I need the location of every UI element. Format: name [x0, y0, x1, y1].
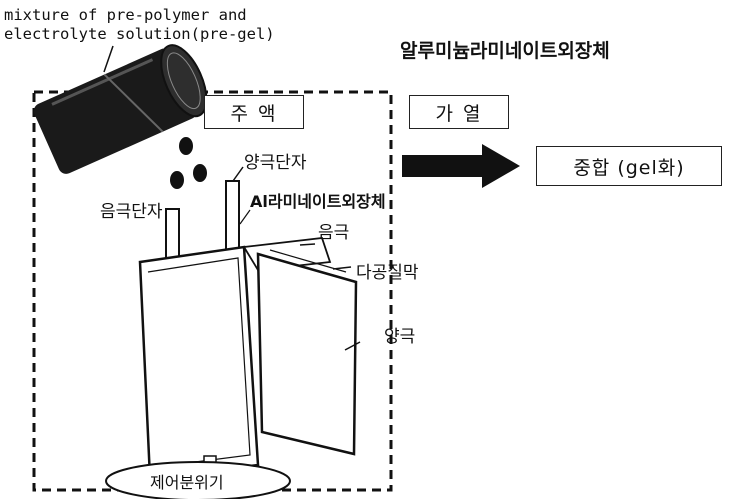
pouring-container — [33, 44, 208, 174]
positive-leader — [344, 341, 361, 351]
atmosphere-ellipse — [105, 461, 291, 499]
negative-terminal-label: 음극단자 — [100, 202, 163, 222]
positive-tab-leader — [232, 166, 244, 182]
drop-1 — [179, 137, 193, 155]
pouch-body — [138, 245, 260, 480]
pouch-inner-edge — [147, 257, 251, 468]
separator-leader — [332, 266, 352, 270]
outer-pack-title: 알루미늄라미네이트외장체 — [400, 40, 610, 62]
polymerization-box: 중합 (gel화) — [536, 146, 722, 186]
premix-label-line2: electrolyte solution(pre-gel) — [4, 25, 275, 43]
premix-label-line1: mixture of pre-polymer and — [4, 6, 247, 24]
heating-arrow — [402, 144, 520, 188]
drop-2 — [170, 171, 184, 189]
positive-tab — [225, 180, 240, 256]
al-pack-leader — [239, 209, 251, 225]
controlled-atmosphere-label: 제어분위기 — [150, 473, 224, 492]
negative-leader — [299, 243, 316, 246]
al-laminate-pack-label: Al라미네이트외장체 — [250, 192, 386, 211]
drop-3 — [193, 164, 207, 182]
premix-leader-line — [103, 45, 114, 73]
heating-box: 가 열 — [409, 95, 509, 129]
positive-electrode-label: 양극 — [384, 327, 416, 347]
positive-sheet — [256, 252, 358, 456]
positive-terminal-label: 양극단자 — [244, 153, 307, 173]
negative-electrode-label: 음극 — [318, 223, 350, 243]
injection-box: 주 액 — [204, 95, 304, 129]
porous-separator-label: 다공질막 — [356, 263, 419, 283]
